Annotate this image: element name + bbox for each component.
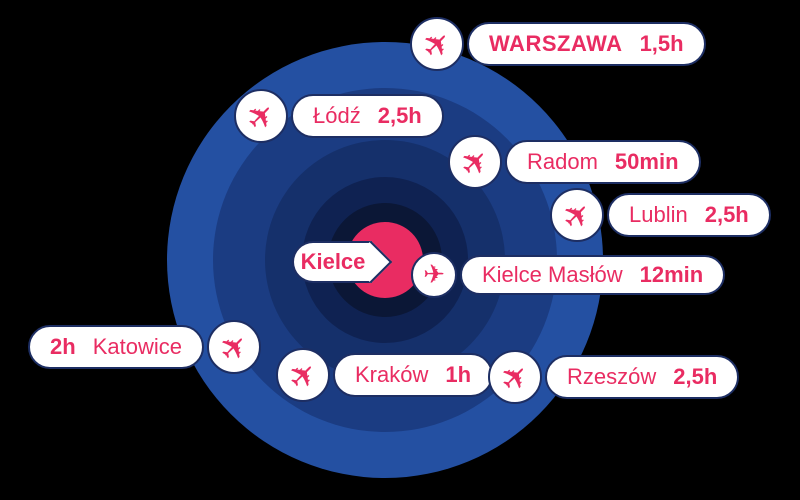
destination-pill: 2h Katowice <box>28 325 204 369</box>
plane-badge: ✈ <box>488 350 542 404</box>
plane-icon: ✈ <box>210 323 258 371</box>
destination-kielce-maslow: ✈ Kielce Masłów 12min <box>411 252 726 298</box>
plane-icon: ✈ <box>237 92 285 140</box>
plane-badge: ✈ <box>448 135 502 189</box>
plane-icon: ✈ <box>553 191 601 239</box>
travel-time: 50min <box>614 149 679 174</box>
city-label: Katowice <box>92 334 182 359</box>
travel-time: 1,5h <box>639 31 684 56</box>
plane-badge: ✈ <box>234 89 288 143</box>
plane-badge: ✈ <box>411 252 457 298</box>
destination-lublin: ✈ Lublin 2,5h <box>550 188 771 242</box>
destination-rzeszow: ✈ Rzeszów 2,5h <box>488 350 740 404</box>
plane-badge: ✈ <box>206 320 261 374</box>
city-label: WARSZAWA <box>489 31 623 56</box>
plane-icon: ✈ <box>413 20 461 68</box>
plane-badge: ✈ <box>550 188 604 242</box>
plane-badge: ✈ <box>410 17 464 71</box>
city-label: Łódź <box>313 103 361 128</box>
hub-label: Kielce <box>300 249 366 274</box>
city-label: Radom <box>527 149 598 174</box>
destination-lodz: ✈ Łódź 2,5h <box>234 89 444 143</box>
destination-pill: WARSZAWA 1,5h <box>467 22 706 66</box>
destination-pill: Łódź 2,5h <box>291 94 444 138</box>
destination-krakow: ✈ Kraków 1h <box>276 348 494 402</box>
city-label: Kraków <box>355 362 429 387</box>
plane-horizontal-icon: ✈ <box>423 260 445 290</box>
travel-time: 2,5h <box>704 202 749 227</box>
city-label: Kielce Masłów <box>482 262 623 287</box>
destination-radom: ✈ Radom 50min <box>448 135 701 189</box>
destination-warszawa: ✈ WARSZAWA 1,5h <box>410 17 706 71</box>
destination-katowice: 2h Katowice ✈ <box>28 320 261 374</box>
city-label: Rzeszów <box>567 364 657 389</box>
destination-pill: Lublin 2,5h <box>607 193 771 237</box>
travel-time: 2,5h <box>673 364 718 389</box>
plane-badge: ✈ <box>276 348 330 402</box>
travel-time: 12min <box>639 262 704 287</box>
travel-time: 1h <box>445 362 472 387</box>
destination-pill: Kielce Masłów 12min <box>460 255 726 295</box>
destination-pill: Rzeszów 2,5h <box>545 355 740 399</box>
travel-time: 2h <box>50 334 76 359</box>
travel-time: 2,5h <box>377 103 422 128</box>
city-label: Lublin <box>629 202 688 227</box>
destination-pill: Radom 50min <box>505 140 701 184</box>
plane-icon: ✈ <box>451 138 499 186</box>
kielce-center-tag: Kielce <box>292 240 393 284</box>
destination-pill: Kraków 1h <box>333 353 494 397</box>
plane-icon: ✈ <box>491 353 539 401</box>
plane-icon: ✈ <box>279 351 327 399</box>
